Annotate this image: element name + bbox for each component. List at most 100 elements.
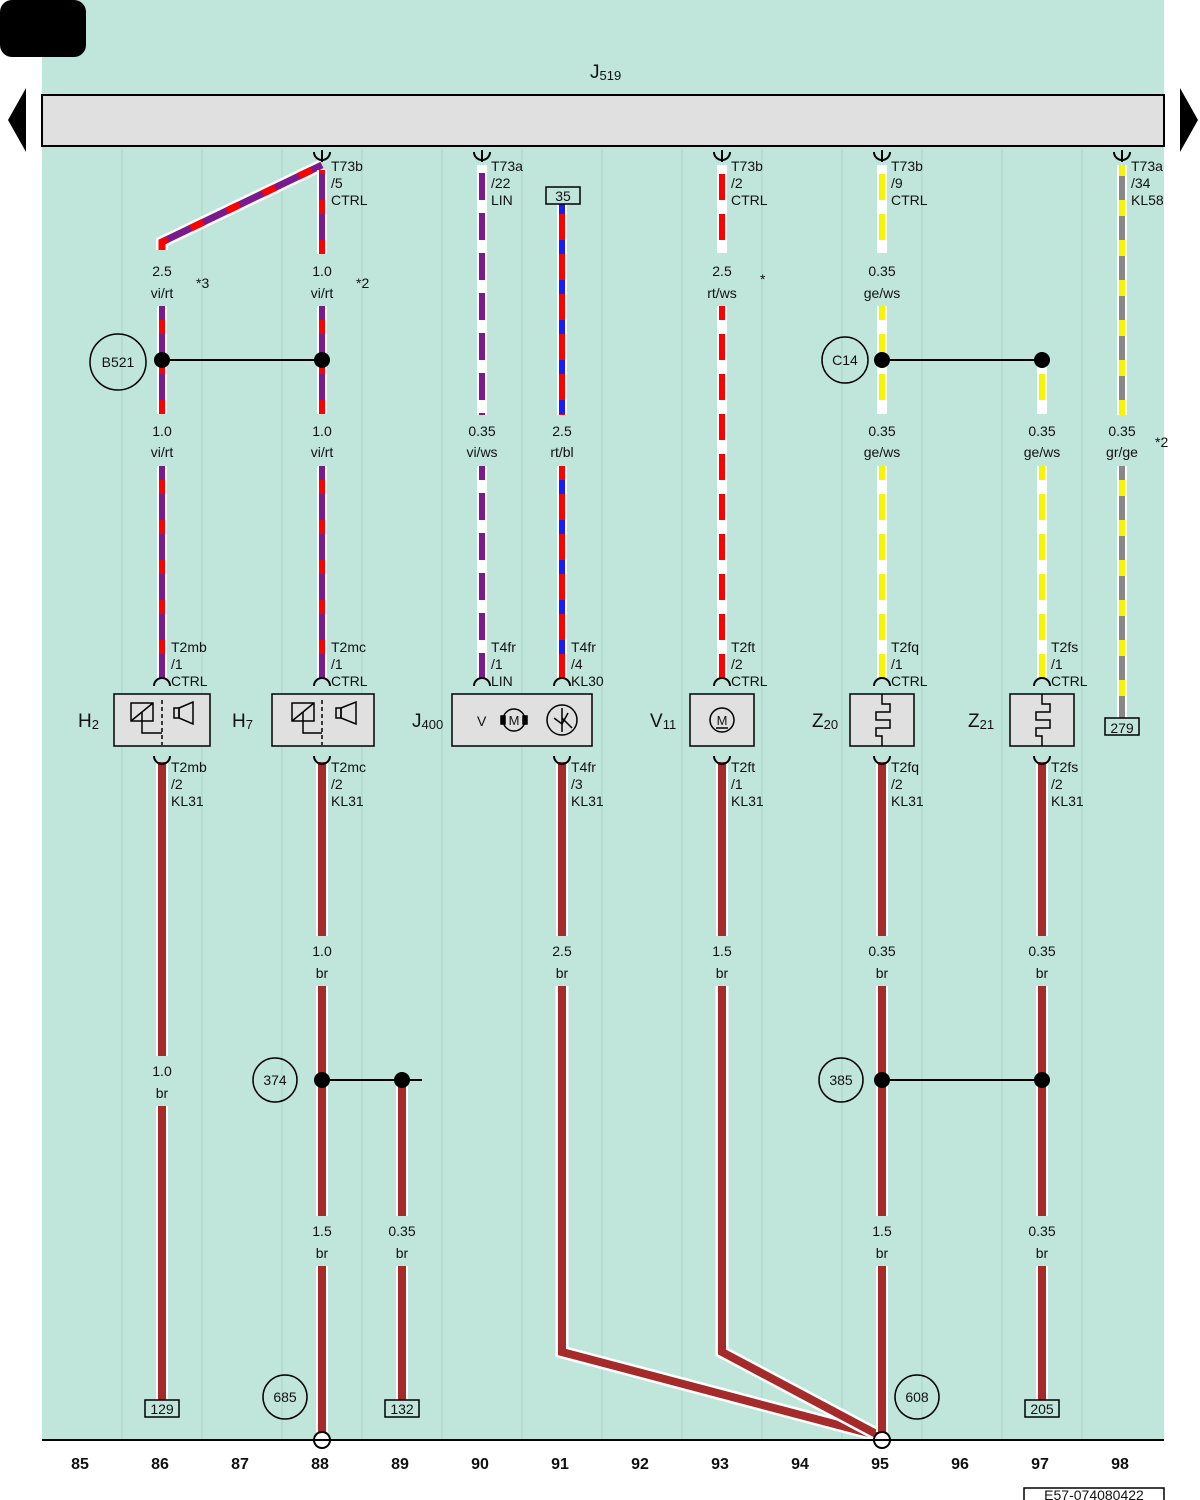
horn-icon (291, 700, 357, 745)
footnote-markers: *3 *2 * *2 (196, 271, 1168, 450)
splice-374-badge (252, 1057, 298, 1103)
component-z20-label: Z20 (812, 711, 838, 732)
footnote-88: *2 (356, 275, 369, 291)
splice-dot (314, 1072, 330, 1088)
splices: B521 C14 374 385 (89, 333, 1050, 1103)
ground-wires (156, 762, 1048, 1443)
splice-dot (1034, 1072, 1050, 1088)
ref-129: 129 (150, 1401, 174, 1417)
splice-c14-label: C14 (832, 352, 858, 368)
splice-dot (394, 1072, 410, 1088)
splice-c14-badge (821, 336, 869, 384)
motor-icon: M (500, 708, 528, 732)
heater-element-icon (1035, 694, 1051, 746)
column-number: 91 (551, 1456, 569, 1473)
header-badge (0, 0, 86, 57)
column-number: 97 (1031, 1456, 1049, 1473)
component-h7-box (271, 693, 375, 747)
component-h2-label: H2 (78, 711, 99, 732)
reference-boxes: 35 279 129 132 205 (144, 186, 1140, 1418)
column-number: 94 (791, 1456, 809, 1473)
column-number: 98 (1111, 1456, 1129, 1473)
ground-608-label: 608 (905, 1389, 929, 1405)
splice-385-badge (818, 1057, 864, 1103)
splice-b521-label: B521 (102, 354, 135, 370)
module-j519-label: J519 (590, 62, 621, 83)
prev-page-arrow[interactable] (8, 88, 26, 152)
column-number: 95 (871, 1456, 889, 1473)
ref-35: 35 (555, 188, 571, 204)
grid-lines (121, 150, 1083, 1440)
j400-v-label: V (477, 713, 487, 729)
column-number: 89 (391, 1456, 409, 1473)
motor-icon: M (709, 707, 735, 733)
splice-374-label: 374 (263, 1072, 287, 1088)
footnote-86: *3 (196, 275, 209, 291)
upper-wires (156, 159, 1127, 718)
rain-sensor-icon (546, 704, 578, 736)
connector-pins (153, 150, 1131, 765)
splice-dot (1034, 352, 1050, 368)
ref-279: 279 (1110, 720, 1134, 736)
column-numbers: 85 86 87 88 89 90 91 92 93 94 95 96 97 9… (71, 1456, 1129, 1473)
ref-205: 205 (1030, 1401, 1054, 1417)
splice-dot (874, 1072, 890, 1088)
next-page-arrow[interactable] (1180, 88, 1198, 152)
column-number: 88 (311, 1456, 329, 1473)
ground-685-label: 685 (273, 1389, 297, 1405)
ground-608-badge (894, 1374, 940, 1420)
splice-385-label: 385 (829, 1072, 853, 1088)
diagram-background (42, 0, 1164, 1440)
column-number: 85 (71, 1456, 89, 1473)
column-number: 87 (231, 1456, 249, 1473)
column-number: 96 (951, 1456, 969, 1473)
footnote-93: * (760, 271, 766, 287)
splice-dot (154, 352, 170, 368)
component-z21-label: Z21 (968, 711, 994, 732)
horn-icon (130, 700, 194, 745)
column-number: 86 (151, 1456, 169, 1473)
svg-text:M: M (717, 713, 728, 728)
component-j400-label: J400 (412, 711, 443, 732)
column-number: 90 (471, 1456, 489, 1473)
column-number: 92 (631, 1456, 649, 1473)
components: H2 H7 V M J400 M V11 (78, 693, 1075, 747)
splice-b521-badge (89, 333, 147, 391)
splice-dot (874, 352, 890, 368)
svg-text:M: M (509, 713, 520, 728)
module-j519-bus (41, 94, 1165, 147)
column-number: 93 (711, 1456, 729, 1473)
